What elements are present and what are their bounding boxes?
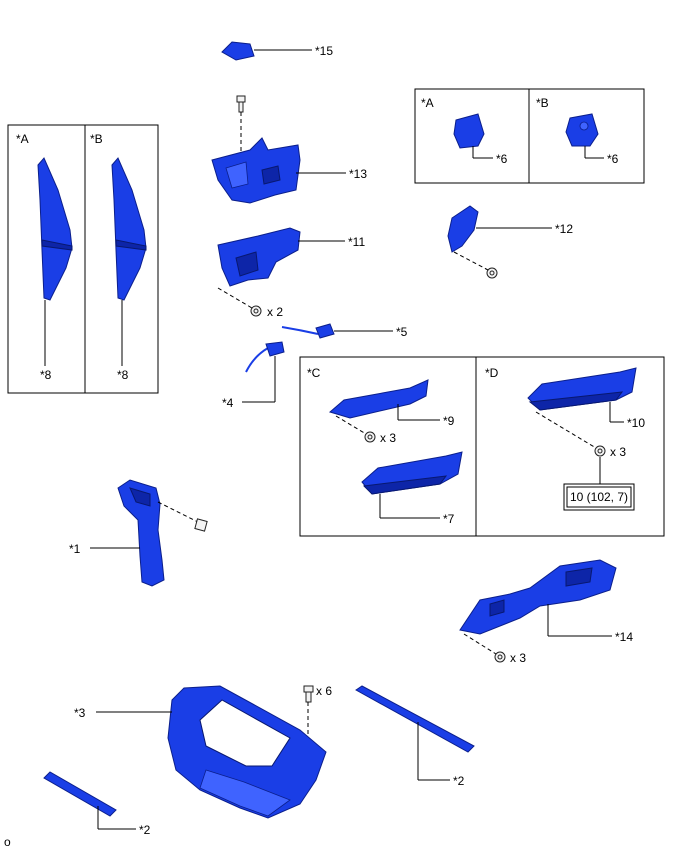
- bolt-3: [303, 685, 314, 703]
- clip-1: [194, 518, 208, 532]
- callout-8-b: *8: [117, 368, 129, 382]
- part-2-strip-right: [355, 685, 475, 753]
- screw-11: [250, 305, 262, 317]
- part-14-frame: [459, 559, 617, 635]
- screw-12: [486, 267, 498, 279]
- part-6-cover-a: [453, 113, 485, 149]
- variant-d-label: *D: [485, 366, 499, 380]
- part-15-cover: [221, 41, 255, 61]
- variant-a-right-label: *A: [421, 96, 434, 110]
- variant-a-left-label: *A: [16, 132, 29, 146]
- callout-4: *4: [222, 396, 234, 410]
- part-4-wire: [245, 341, 285, 373]
- quantity-10: x 3: [610, 445, 626, 459]
- callout-12: *12: [555, 222, 573, 236]
- callout-3: *3: [74, 706, 86, 720]
- torque-spec-box: 10 (102, 7): [563, 483, 635, 511]
- illustration-code: o: [4, 835, 11, 849]
- part-2-strip-left: [43, 771, 117, 817]
- part-5-wire: [281, 323, 335, 339]
- variant-c-label: *C: [307, 366, 321, 380]
- part-12-bracket: [447, 205, 479, 253]
- part-6-cover-b: [565, 113, 599, 147]
- callout-1: *1: [69, 542, 81, 556]
- screw-10: [594, 445, 606, 457]
- part-3-console: [167, 685, 327, 819]
- part-13-panel: [211, 137, 301, 204]
- part-1-pillar: [117, 479, 165, 587]
- part-8-trim-a: [37, 157, 73, 301]
- variant-box-cd: [299, 356, 665, 537]
- callout-2-left: *2: [139, 823, 151, 837]
- callout-6-b: *6: [607, 152, 619, 166]
- callout-10: *10: [627, 416, 645, 430]
- callout-8-a: *8: [40, 368, 52, 382]
- callout-5: *5: [396, 325, 408, 339]
- torque-spec-text: 10 (102, 7): [570, 490, 628, 504]
- part-10-trim: [527, 367, 637, 411]
- callout-9: *9: [443, 414, 455, 428]
- callout-11: *11: [348, 235, 365, 249]
- screw-14: [494, 651, 506, 663]
- callout-14: *14: [615, 630, 633, 644]
- callout-15: *15: [315, 44, 333, 58]
- bolt-13: [236, 95, 246, 113]
- variant-b-left-label: *B: [90, 132, 103, 146]
- callout-13: *13: [349, 167, 367, 181]
- screw-9: [364, 431, 376, 443]
- part-11-panel: [217, 227, 301, 287]
- quantity-3: x 6: [316, 684, 332, 698]
- quantity-14: x 3: [510, 651, 526, 665]
- callout-2-right: *2: [453, 774, 465, 788]
- callout-6-a: *6: [496, 152, 508, 166]
- variant-box-ab-left: [7, 124, 159, 394]
- part-8-trim-b: [111, 157, 147, 301]
- callout-7: *7: [443, 512, 455, 526]
- part-7-trim: [361, 451, 463, 495]
- quantity-9: x 3: [380, 431, 396, 445]
- variant-b-right-label: *B: [536, 96, 549, 110]
- part-9-trim: [328, 379, 429, 419]
- quantity-11: x 2: [267, 305, 283, 319]
